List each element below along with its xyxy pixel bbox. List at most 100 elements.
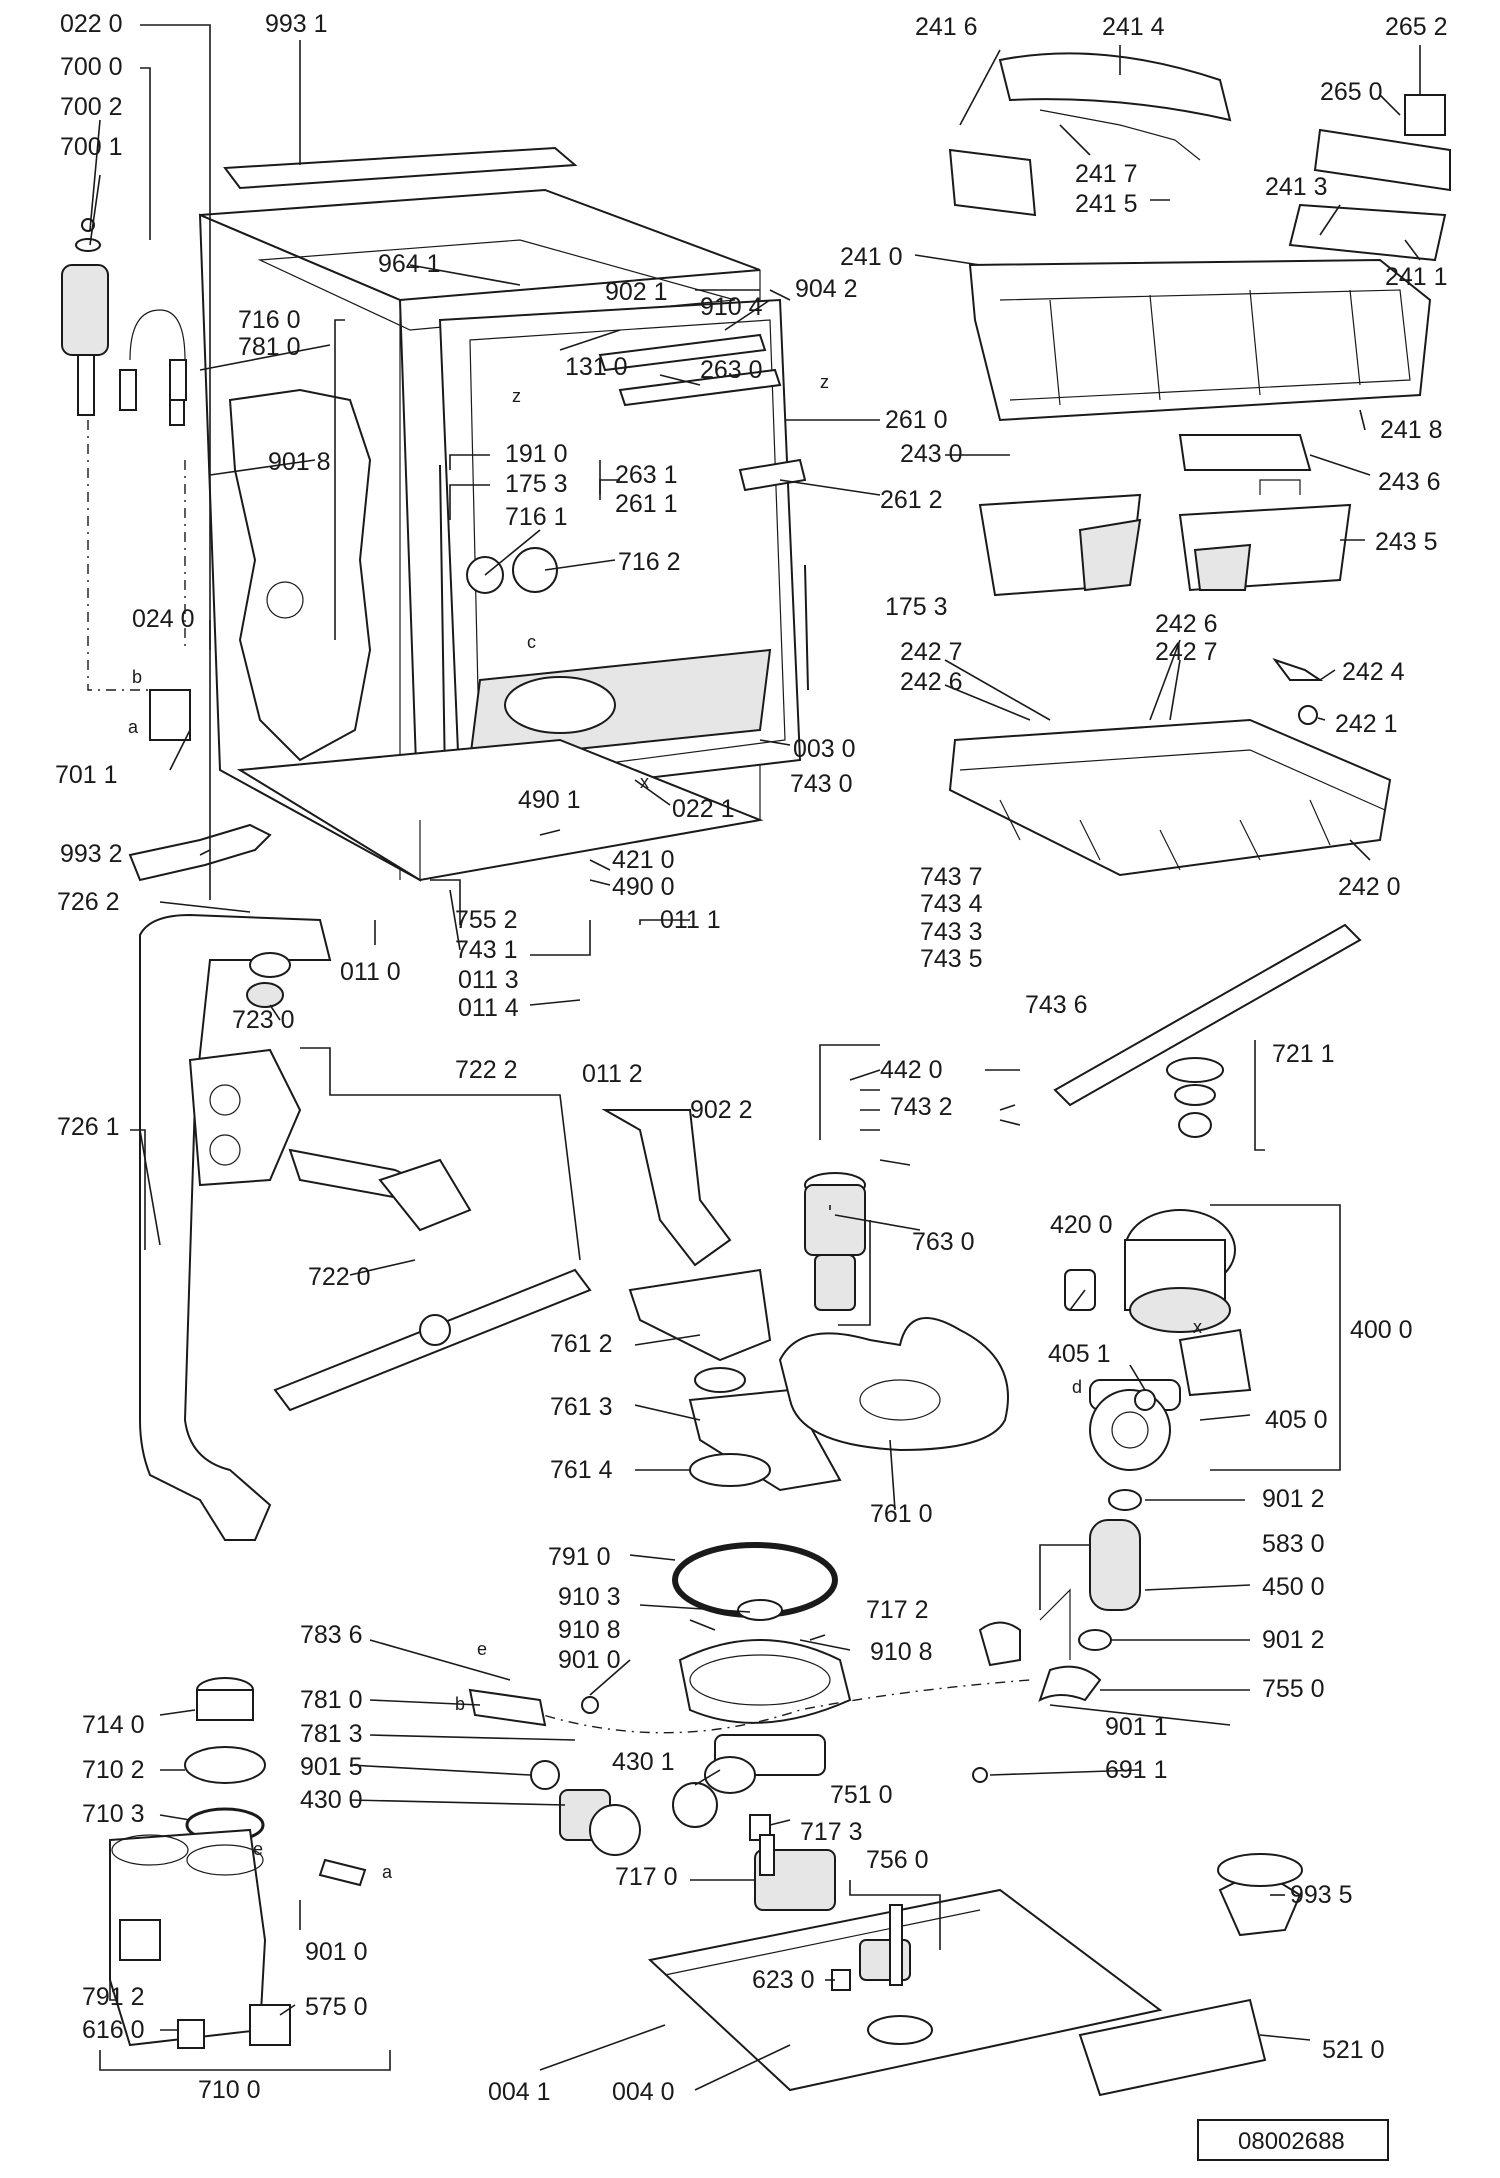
part-label: 761 2: [550, 1330, 613, 1358]
part-label: 910 8: [558, 1616, 621, 1644]
part-label: 430 0: [300, 1786, 363, 1814]
part-label: 241 5: [1075, 190, 1138, 218]
reference-letter: x: [1193, 1317, 1202, 1337]
part-label: 022 0: [60, 10, 123, 38]
part-label: 421 0: [612, 846, 675, 874]
part-label: 743 0: [790, 770, 853, 798]
part-label: 910 8: [870, 1638, 933, 1666]
base-plate: [647, 1853, 1303, 2097]
part-label: 242 1: [1335, 710, 1398, 738]
part-label: 993 2: [60, 840, 123, 868]
part-label: 791 2: [82, 1983, 145, 2011]
part-label: 726 1: [57, 1113, 120, 1141]
part-label: 763 0: [912, 1228, 975, 1256]
part-label: 710 0: [198, 2076, 261, 2104]
part-label: 242 7: [1155, 638, 1218, 666]
part-label: 265 2: [1385, 13, 1448, 41]
part-label: 405 0: [1265, 1406, 1328, 1434]
part-label: 901 0: [305, 1938, 368, 1966]
part-label: 717 3: [800, 1818, 863, 1846]
part-label: 781 0: [300, 1686, 363, 1714]
part-label: 400 0: [1350, 1316, 1413, 1344]
part-label: 261 0: [885, 406, 948, 434]
part-label: 521 0: [1322, 2036, 1385, 2064]
part-label: 743 6: [1025, 991, 1088, 1019]
part-label: 904 2: [795, 275, 858, 303]
part-label: 700 0: [60, 53, 123, 81]
part-label: 722 2: [455, 1056, 518, 1084]
drawing-number-box: 08002688: [1197, 2119, 1389, 2161]
part-label: 781 0: [238, 333, 301, 361]
filter-assembly: [601, 1109, 1009, 1492]
upper-basket: [948, 52, 1451, 471]
part-label: 781 3: [300, 1720, 363, 1748]
part-label: 901 0: [558, 1646, 621, 1674]
cutlery-baskets: [978, 479, 1352, 597]
sump-assembly: [499, 1542, 1031, 1911]
part-label: 993 5: [1290, 1881, 1353, 1909]
part-label: 241 6: [915, 13, 978, 41]
drawing-number: 08002688: [1238, 2128, 1345, 2155]
part-label: 011 0: [340, 958, 401, 986]
part-label: 717 2: [866, 1596, 929, 1624]
part-label: 242 6: [1155, 610, 1218, 638]
part-label: 743 5: [920, 945, 983, 973]
part-label: 241 8: [1380, 416, 1443, 444]
part-label: 004 0: [612, 2078, 675, 2106]
part-label: 575 0: [305, 1993, 368, 2021]
part-label: 241 7: [1075, 160, 1138, 188]
part-label: 024 0: [132, 605, 195, 633]
part-label: 011 2: [582, 1060, 643, 1088]
part-label: 901 1: [1105, 1713, 1168, 1741]
water-softener: [109, 1677, 641, 2049]
part-label: 721 1: [1272, 1040, 1335, 1068]
part-label: 405 1: [1048, 1340, 1111, 1368]
reference-letter: x: [640, 772, 649, 792]
part-label: 442 0: [880, 1056, 943, 1084]
part-label: 710 3: [82, 1800, 145, 1828]
part-label: 490 0: [612, 873, 675, 901]
part-label: 616 0: [82, 2016, 145, 2044]
part-label: 755 0: [1262, 1675, 1325, 1703]
part-label: 265 0: [1320, 78, 1383, 106]
part-label: 261 2: [880, 486, 943, 514]
part-label: 901 2: [1262, 1485, 1325, 1513]
reference-letter: z: [820, 372, 829, 392]
circulation-pump: [972, 1209, 1252, 1783]
part-label: 242 0: [1338, 873, 1401, 901]
part-label: 726 2: [57, 888, 120, 916]
part-label: 743 3: [920, 918, 983, 946]
part-label: 722 0: [308, 1263, 371, 1291]
part-label: 716 2: [618, 548, 681, 576]
part-label: 003 0: [793, 735, 856, 763]
leader-lines: [89, 24, 1421, 2091]
reference-letter: a: [382, 1862, 393, 1882]
part-label: 710 2: [82, 1756, 145, 1784]
part-label: 700 1: [60, 133, 123, 161]
part-label: 902 2: [690, 1096, 753, 1124]
part-label: 761 4: [550, 1456, 613, 1484]
part-label: 714 0: [82, 1711, 145, 1739]
part-label: 743 7: [920, 863, 983, 891]
part-label: 751 0: [830, 1781, 893, 1809]
part-label: 243 6: [1378, 468, 1441, 496]
reference-letter: d: [1072, 1377, 1082, 1397]
part-label: 755 2: [455, 906, 518, 934]
part-label: 242 4: [1342, 658, 1405, 686]
spanner-tool: [128, 823, 272, 882]
part-label: 022 1: [672, 795, 735, 823]
inlet-valve-parts: [61, 218, 191, 741]
reference-letters: b a c z z x x d e b e a: [128, 372, 1202, 1882]
part-label: 964 1: [378, 250, 441, 278]
part-label: 902 1: [605, 278, 668, 306]
part-label: 623 0: [752, 1966, 815, 1994]
part-label: 716 1: [505, 503, 568, 531]
reference-letter: z: [512, 386, 521, 406]
part-label: 743 2: [890, 1093, 953, 1121]
reference-letter: b: [455, 1694, 465, 1714]
part-labels: 022 0 993 1 700 0 700 2 700 1 964 1 902 …: [55, 10, 1448, 2106]
part-label: 761 3: [550, 1393, 613, 1421]
part-label: 756 0: [866, 1846, 929, 1874]
part-label: 910 3: [558, 1583, 621, 1611]
